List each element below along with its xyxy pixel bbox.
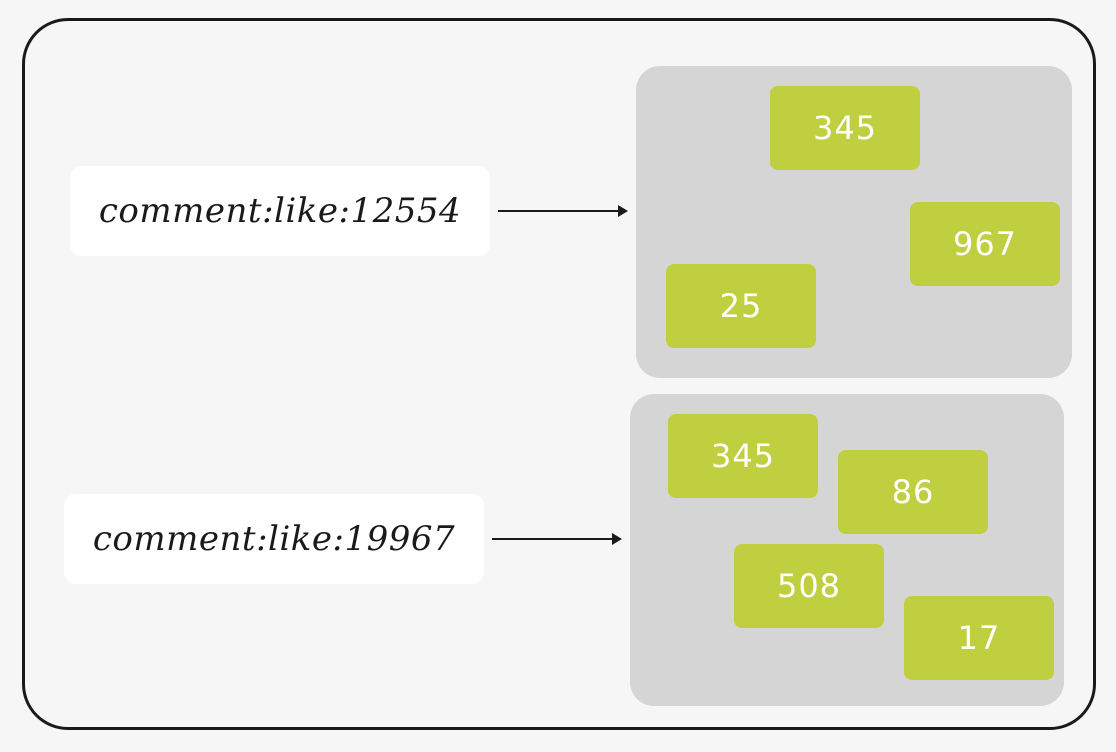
member-value: 345 xyxy=(710,437,776,475)
member-value: 508 xyxy=(776,567,842,605)
set-member: 25 xyxy=(666,264,816,348)
diagram-frame xyxy=(22,18,1096,730)
set-member: 345 xyxy=(668,414,818,498)
set-container: 345 967 25 xyxy=(636,66,1072,378)
arrow-icon xyxy=(492,533,622,545)
redis-key-label: comment:like:12554 xyxy=(70,166,490,256)
redis-key-label: comment:like:19967 xyxy=(64,494,484,584)
member-value: 967 xyxy=(952,225,1018,263)
set-member: 86 xyxy=(838,450,988,534)
set-member: 17 xyxy=(904,596,1054,680)
arrow-icon xyxy=(498,205,628,217)
key-name: comment:like:12554 xyxy=(98,191,462,231)
member-value: 25 xyxy=(719,287,763,325)
key-name: comment:like:19967 xyxy=(92,519,456,559)
set-member: 508 xyxy=(734,544,884,628)
set-member: 967 xyxy=(910,202,1060,286)
set-member: 345 xyxy=(770,86,920,170)
member-value: 345 xyxy=(812,109,878,147)
member-value: 86 xyxy=(891,473,935,511)
set-container: 345 86 508 17 xyxy=(630,394,1064,706)
member-value: 17 xyxy=(957,619,1001,657)
